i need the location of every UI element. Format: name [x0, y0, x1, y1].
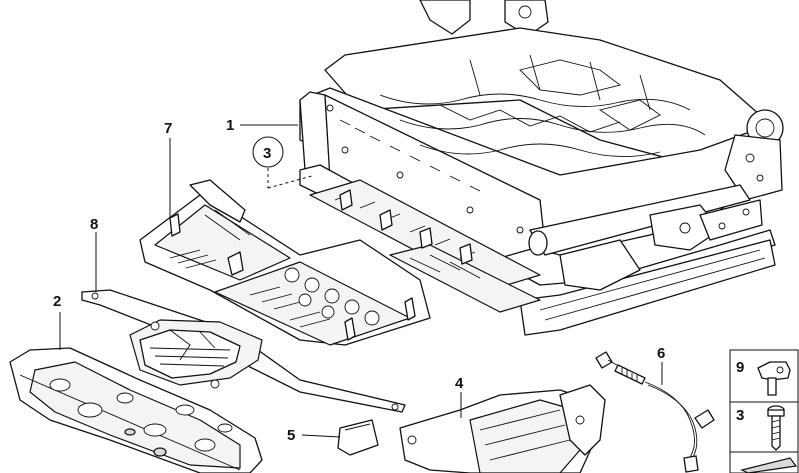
- bowden-cable-part-6[interactable]: [595, 351, 715, 473]
- cover-cap-part-5[interactable]: [337, 419, 379, 456]
- callout-3-circle: [252, 136, 284, 168]
- callout-2: 2: [53, 293, 61, 310]
- side-cover-part-4[interactable]: [399, 384, 606, 473]
- legend-number-9: 9: [736, 359, 744, 376]
- wedge-icon: [740, 457, 798, 473]
- clip-fastener-icon[interactable]: [757, 361, 791, 396]
- callout-3: 3: [263, 145, 271, 162]
- callout-8: 8: [90, 216, 98, 233]
- callout-6: 6: [657, 345, 665, 362]
- seat-tray-part-7[interactable]: [139, 179, 431, 346]
- leader-5: [301, 434, 341, 438]
- callout-4: 4: [455, 375, 464, 392]
- legend-number-3: 3: [736, 407, 744, 424]
- callout-1: 1: [226, 117, 234, 134]
- screw-bolt-icon[interactable]: [767, 405, 785, 451]
- adjuster-mechanism-part-8[interactable]: [81, 289, 406, 413]
- callout-7: 7: [164, 120, 172, 137]
- legend-panel: 9 3: [729, 349, 799, 473]
- side-trim-panel-part-2[interactable]: [9, 347, 263, 473]
- callout-5: 5: [287, 427, 295, 444]
- seat-frame-part-1[interactable]: [299, 0, 784, 336]
- leader-lines: [59, 124, 663, 438]
- leader-3b: [267, 175, 313, 189]
